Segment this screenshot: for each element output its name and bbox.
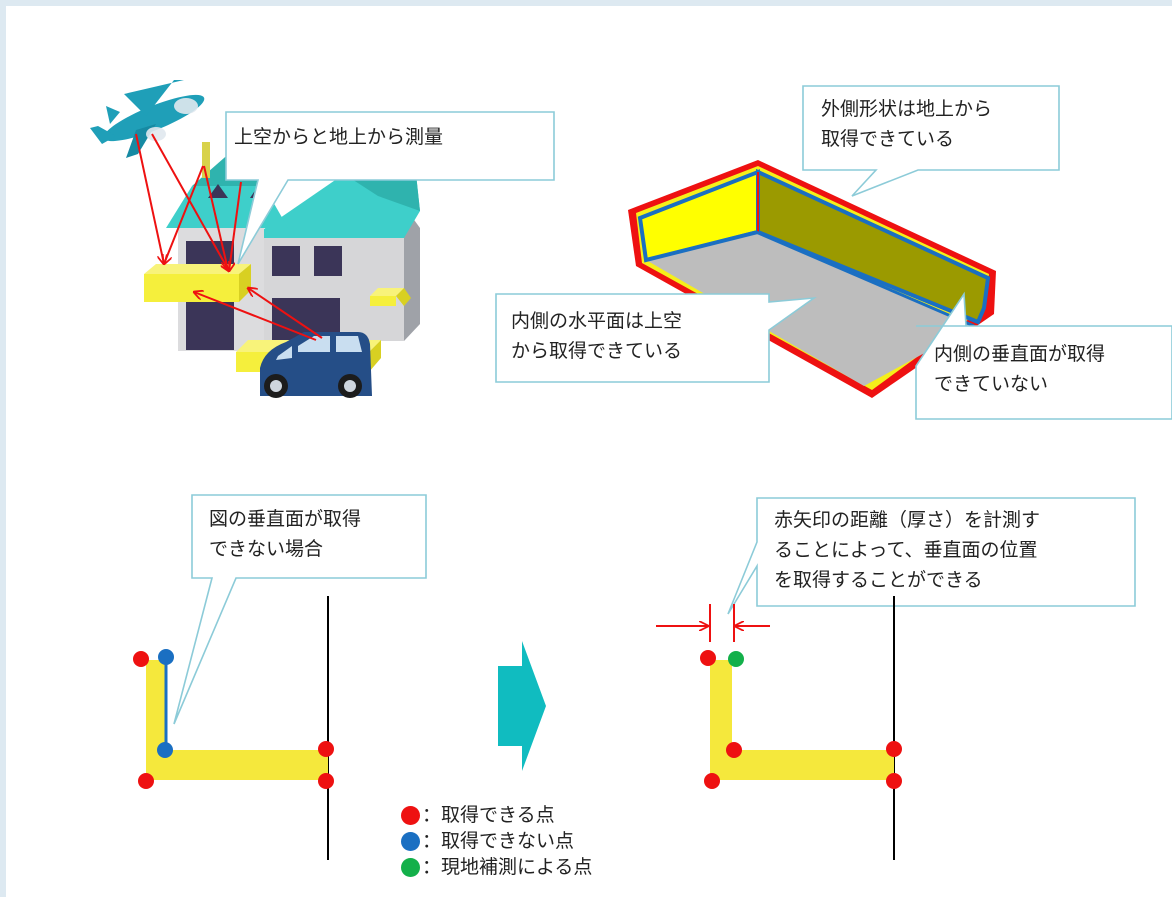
survey-arrows [135,133,323,341]
l-wall-3d-model [628,160,996,398]
thickness-arrows [656,604,770,642]
legend-label: ：取得できる点 [422,804,555,826]
plan-before [146,596,329,860]
callout-measure-thickness: 赤矢印の距離（厚さ）を計測す ることによって、垂直面の位置 を取得することができ… [774,509,1041,591]
callout-outer-shape: 外側形状は地上から 取得できている [821,98,993,150]
point-not-acquired [157,742,173,758]
blue-dot-icon [401,831,420,851]
point-acquired [700,650,716,666]
point-acquired [133,651,149,667]
legend-label: ：現地補測による点 [422,856,593,878]
plan-after [710,596,895,860]
point-acquired [886,773,902,789]
point-acquired [886,741,902,757]
point-field-surveyed [728,651,744,667]
points-after [700,650,902,789]
legend-item-acquired: ：取得できる点 [401,802,592,828]
point-not-acquired [158,649,174,665]
diagram-artwork [90,80,1172,860]
legend-label: ：取得できない点 [422,830,575,852]
point-legend: ：取得できる点 ：取得できない点 ：現地補測による点 [401,802,592,880]
callout-survey: 上空からと地上から測量 [234,126,444,148]
green-dot-icon [401,857,420,877]
callout-inner-vertical: 内側の垂直面が取得 できていない [934,343,1106,395]
point-acquired [318,741,334,757]
point-acquired [704,773,720,789]
callout-inner-horizontal: 内側の水平面は上空 から取得できている [511,310,683,362]
callout-case-missing: 図の垂直面が取得 できない場合 [209,508,362,560]
airplane-illustration [90,80,205,158]
red-dot-icon [401,805,420,825]
points-before [133,649,334,789]
legend-item-not-acquired: ：取得できない点 [401,828,592,854]
point-acquired [318,773,334,789]
callout-shapes [173,85,1172,725]
transition-arrow [498,641,546,771]
point-acquired [138,773,154,789]
car-illustration [260,332,372,398]
diagram-canvas: 上空からと地上から測量 外側形状は地上から 取得できている 内側の水平面は上空 … [6,6,1172,897]
point-acquired [726,742,742,758]
legend-item-field-surveyed: ：現地補測による点 [401,854,592,880]
